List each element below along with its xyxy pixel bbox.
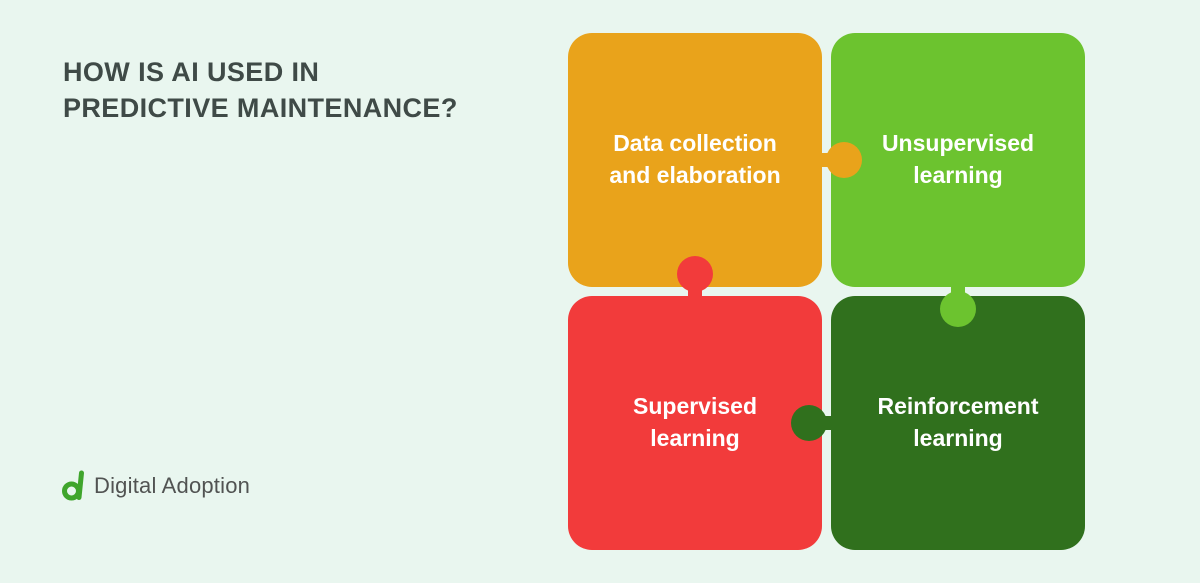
page-title-line-1: HOW IS AI USED IN (63, 57, 320, 87)
page-title: HOW IS AI USED IN PREDICTIVE MAINTENANCE… (63, 55, 523, 126)
puzzle-piece-label: Reinforcement learning (877, 393, 1039, 451)
puzzle-tab-right (812, 142, 862, 178)
puzzle-diagram: Data collection and elaboration Unsuperv… (568, 33, 1085, 550)
puzzle-piece-data-collection: Data collection and elaboration (568, 33, 862, 287)
brand-logo: Digital Adoption (61, 470, 250, 502)
puzzle-piece-label: Data collection and elaboration (609, 130, 781, 188)
puzzle-piece-label: Unsupervised learning (881, 130, 1035, 188)
puzzle-tab-left (791, 405, 841, 441)
puzzle-piece-label: Supervised learning (633, 393, 757, 451)
puzzle-piece-reinforcement-learning: Reinforcement learning (791, 296, 1085, 550)
brand-name: Digital Adoption (94, 473, 251, 498)
page-title-line-2: PREDICTIVE MAINTENANCE? (63, 92, 458, 123)
puzzle-tab-top (677, 256, 713, 306)
puzzle-piece-supervised-learning: Supervised learning (568, 256, 822, 550)
digital-adoption-d-icon (61, 470, 87, 502)
puzzle-tab-bottom (940, 277, 976, 327)
puzzle-piece-unsupervised-learning: Unsupervised learning (831, 33, 1085, 327)
